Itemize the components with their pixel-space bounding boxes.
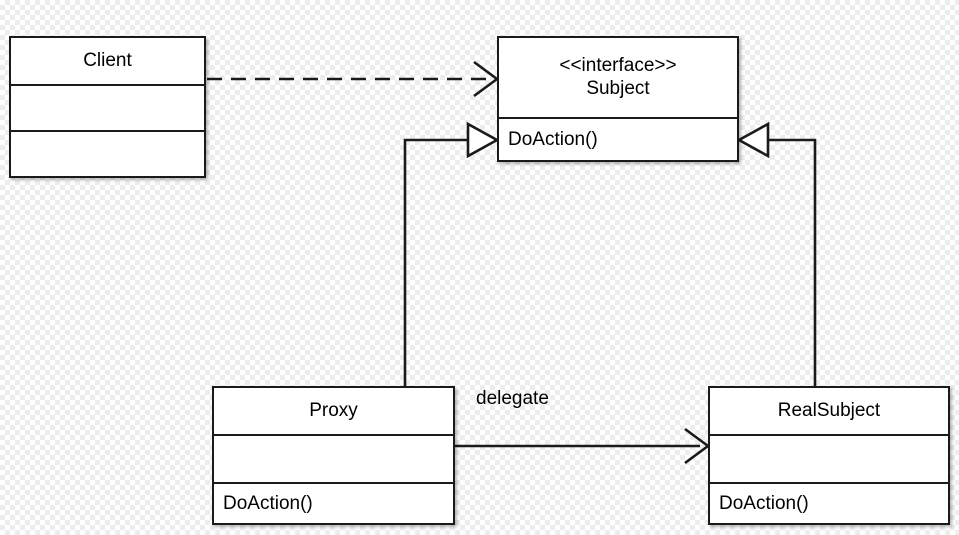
realsubject-operation-doaction: DoAction() [719,492,809,514]
subject-title-compartment: <<interface>> Subject [499,38,737,117]
realization-realsubject-to-subject [736,121,817,386]
class-box-subject[interactable]: <<interface>> Subject DoAction() [497,36,739,162]
realization-proxy-to-subject [403,121,500,386]
open-arrowhead-icon [473,60,500,98]
realsubject-title-compartment: RealSubject [710,388,948,434]
subject-class-name: Subject [586,77,650,99]
proxy-operations-compartment: DoAction() [214,482,453,523]
client-operations-compartment [11,130,204,176]
realization-line-realsubject [768,138,817,386]
class-box-proxy[interactable]: Proxy DoAction() [212,386,455,525]
realsubject-operations-compartment: DoAction() [710,482,948,523]
proxy-title-compartment: Proxy [214,388,453,434]
subject-stereotype: <<interface>> [559,55,677,77]
realsubject-attributes-compartment [710,434,948,482]
subject-operations-compartment: DoAction() [499,117,737,160]
hollow-triangle-icon [736,121,770,159]
open-arrowhead-icon [684,427,711,465]
client-attributes-compartment [11,84,204,130]
proxy-operation-doaction: DoAction() [223,492,313,514]
class-box-client[interactable]: Client [9,36,206,178]
client-class-name: Client [83,49,132,71]
hollow-triangle-icon [466,121,500,159]
proxy-attributes-compartment [214,434,453,482]
realsubject-class-name: RealSubject [777,399,881,421]
association-proxy-to-realsubject [455,427,711,465]
association-label-delegate: delegate [476,388,549,409]
dependency-client-to-subject [207,60,500,98]
class-box-realsubject[interactable]: RealSubject DoAction() [708,386,950,525]
subject-operation-doaction: DoAction() [508,128,598,150]
proxy-class-name: Proxy [309,399,358,421]
realization-line-proxy [403,138,468,386]
client-title-compartment: Client [11,38,204,84]
